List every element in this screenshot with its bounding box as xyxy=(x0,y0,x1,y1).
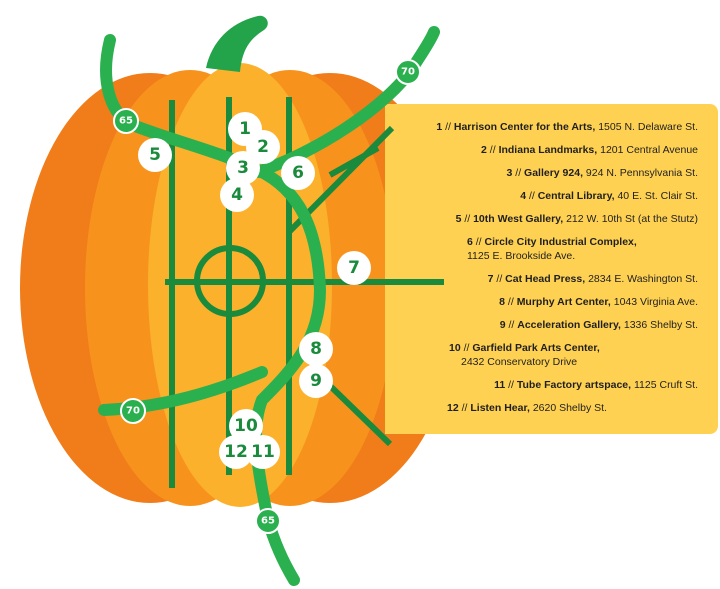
pin-number: 6 xyxy=(292,163,304,183)
pin-number: 5 xyxy=(149,145,161,165)
pin-number: 9 xyxy=(310,371,322,391)
pumpkin-stem xyxy=(206,15,268,73)
legend-item: 4 // Central Library, 40 E. St. Clair St… xyxy=(520,190,698,202)
highway-shield-i70-east: 70 xyxy=(395,59,421,85)
location-pin-10[interactable]: 10 xyxy=(229,409,263,443)
legend-item: 7 // Cat Head Press, 2834 E. Washington … xyxy=(487,273,698,285)
highway-i70-east xyxy=(252,26,440,178)
monument-circle xyxy=(194,245,266,317)
legend-item: 9 // Acceleration Gallery, 1336 Shelby S… xyxy=(499,319,698,331)
legend-item: 1 // Harrison Center for the Arts, 1505 … xyxy=(436,121,698,133)
street-diagonal-southeast xyxy=(319,375,393,447)
pin-number: 11 xyxy=(251,442,275,462)
location-pin-11[interactable]: 11 xyxy=(246,435,280,469)
pin-number: 8 xyxy=(310,339,322,359)
highway-shield-i65-south: 65 xyxy=(255,508,281,534)
location-pin-6[interactable]: 6 xyxy=(281,156,315,190)
shield-label: 70 xyxy=(126,406,140,417)
location-pin-3[interactable]: 3 xyxy=(226,151,260,185)
shield-label: 65 xyxy=(119,116,133,127)
highway-shield-i70-west: 70 xyxy=(120,398,146,424)
pin-number: 10 xyxy=(234,416,258,436)
street-diagonal-east xyxy=(328,145,380,178)
legend-item: 6 // Circle City Industrial Complex, 112… xyxy=(467,236,637,262)
pin-number: 4 xyxy=(231,185,243,205)
highway-shield-i65-north: 65 xyxy=(113,108,139,134)
legend-item: 3 // Gallery 924, 924 N. Pennsylvania St… xyxy=(506,167,698,179)
pin-number: 7 xyxy=(348,258,360,278)
location-pin-9[interactable]: 9 xyxy=(299,364,333,398)
location-pin-7[interactable]: 7 xyxy=(337,251,371,285)
pin-number: 12 xyxy=(224,442,248,462)
legend-item: 11 // Tube Factory artspace, 1125 Cruft … xyxy=(494,379,698,391)
shield-label: 70 xyxy=(401,67,415,78)
location-pin-4[interactable]: 4 xyxy=(220,178,254,212)
location-pins: 1 2 3 4 5 6 7 8 xyxy=(138,112,371,469)
location-pin-12[interactable]: 12 xyxy=(219,435,253,469)
pin-number: 1 xyxy=(239,119,251,139)
pin-number: 2 xyxy=(257,137,269,157)
legend-item: 12 // Listen Hear, 2620 Shelby St. xyxy=(447,402,607,414)
legend-item: 5 // 10th West Gallery, 212 W. 10th St (… xyxy=(455,213,698,225)
legend-item: 2 // Indiana Landmarks, 1201 Central Ave… xyxy=(481,144,698,156)
highway-shields: 65 70 70 65 xyxy=(113,59,421,534)
highways xyxy=(98,26,440,586)
pin-number: 3 xyxy=(237,158,249,178)
location-pin-5[interactable]: 5 xyxy=(138,138,172,172)
legend-item: 10 // Garfield Park Arts Center, 2432 Co… xyxy=(449,342,600,368)
legend-panel xyxy=(385,104,718,434)
highway-i70-west xyxy=(98,366,268,416)
legend-item: 8 // Murphy Art Center, 1043 Virginia Av… xyxy=(499,296,698,308)
shield-label: 65 xyxy=(261,516,275,527)
location-pin-8[interactable]: 8 xyxy=(299,332,333,366)
